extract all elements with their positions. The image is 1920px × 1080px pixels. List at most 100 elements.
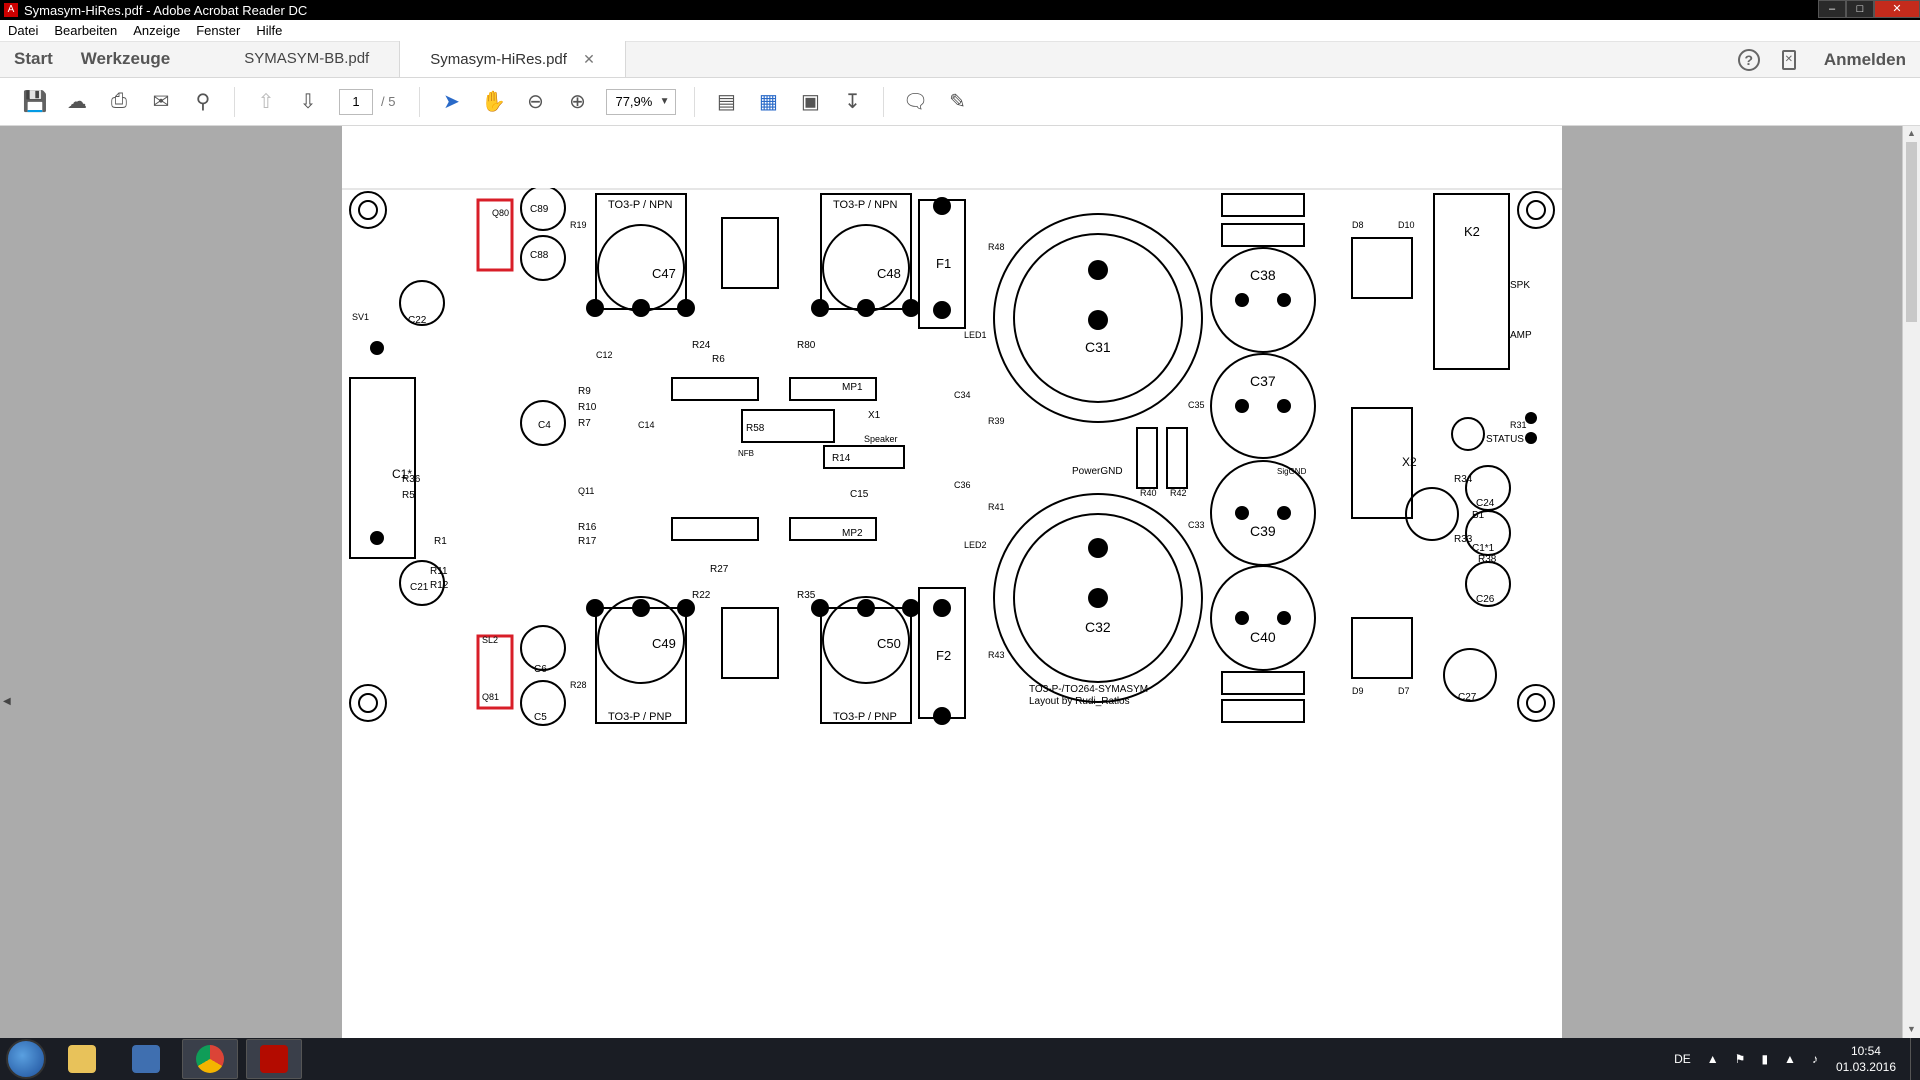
label-d9: D9 bbox=[1352, 686, 1364, 696]
scroll-down-icon[interactable]: ▼ bbox=[1907, 1024, 1916, 1034]
label-b1: B1 bbox=[1472, 510, 1485, 521]
vertical-scrollbar[interactable]: ▲ ▼ bbox=[1902, 126, 1920, 1038]
mobile-link-icon[interactable]: ✕ bbox=[1781, 50, 1796, 70]
label-credit-2: Layout by Rudi_Ratlos bbox=[1029, 696, 1130, 707]
label-c24: C24 bbox=[1476, 498, 1495, 509]
label-f2: F2 bbox=[936, 648, 951, 663]
label-to3-npn-1: TO3-P / NPN bbox=[608, 199, 672, 211]
battery-icon[interactable]: ▮ bbox=[1761, 1052, 1769, 1066]
pdf-page bbox=[342, 126, 1562, 1038]
search-icon[interactable]: ⚲ bbox=[195, 91, 211, 113]
print-icon[interactable]: ⎙ bbox=[111, 90, 127, 112]
label-c4: C4 bbox=[538, 420, 551, 431]
next-page-icon[interactable]: ⇩ bbox=[299, 91, 317, 113]
page-layout-icon[interactable]: ▤ bbox=[717, 91, 736, 113]
chevron-down-icon: ▼ bbox=[659, 95, 670, 107]
label-r39: R39 bbox=[988, 416, 1005, 426]
label-r36: R36 bbox=[402, 474, 421, 485]
label-x2: X2 bbox=[1402, 455, 1417, 469]
label-d7: D7 bbox=[1398, 686, 1410, 696]
comment-icon[interactable]: 🗨 bbox=[902, 91, 929, 113]
label-c36: C36 bbox=[954, 480, 971, 490]
label-r80: R80 bbox=[797, 340, 816, 351]
select-pointer-icon[interactable]: ➤ bbox=[443, 91, 460, 113]
tab-tools[interactable]: Werkzeuge bbox=[80, 49, 171, 68]
zoom-select[interactable]: 77,9% ▼ bbox=[606, 88, 677, 115]
tab-start[interactable]: Start bbox=[14, 49, 53, 68]
label-r10: R10 bbox=[578, 402, 597, 413]
pen-icon[interactable]: ✎ bbox=[949, 91, 966, 113]
label-sv1: SV1 bbox=[352, 312, 369, 322]
page-total: / 5 bbox=[381, 94, 396, 109]
label-r33: R33 bbox=[1454, 534, 1473, 545]
label-r42: R42 bbox=[1170, 488, 1187, 498]
tab-bar-right: ? ✕ Anmelden bbox=[1724, 42, 1920, 78]
label-c11: C1*1 bbox=[1472, 543, 1495, 554]
label-r1: R1 bbox=[434, 536, 447, 547]
label-mp1: MP1 bbox=[842, 382, 863, 393]
label-r28: R28 bbox=[570, 680, 587, 690]
taskbar-app-blocks[interactable] bbox=[118, 1039, 174, 1079]
label-r31: R31 bbox=[1510, 420, 1527, 430]
previous-page-icon[interactable]: ⇧ bbox=[257, 91, 275, 113]
tab-document-hires[interactable]: Symasym-HiRes.pdf ✕ bbox=[399, 41, 626, 77]
menu-bar: Datei Bearbeiten Anzeige Fenster Hilfe bbox=[0, 20, 1920, 42]
label-k2: K2 bbox=[1464, 224, 1480, 239]
menu-bearbeiten[interactable]: Bearbeiten bbox=[54, 23, 118, 38]
label-c32: C32 bbox=[1085, 619, 1111, 635]
action-center-icon[interactable]: ⚑ bbox=[1734, 1052, 1746, 1066]
acrobat-app-icon: A bbox=[4, 3, 18, 17]
cloud-upload-icon[interactable]: ☁ bbox=[67, 91, 87, 113]
mail-icon[interactable]: ✉ bbox=[152, 91, 170, 113]
menu-hilfe[interactable]: Hilfe bbox=[256, 23, 283, 38]
tab-document-bb[interactable]: SYMASYM-BB.pdf bbox=[214, 41, 399, 77]
hand-tool-icon[interactable]: ✋ bbox=[481, 91, 506, 113]
menu-anzeige[interactable]: Anzeige bbox=[133, 23, 181, 38]
clock[interactable]: 10:54 01.03.2016 bbox=[1836, 1043, 1896, 1075]
taskbar-acrobat[interactable] bbox=[246, 1039, 302, 1079]
zoom-in-icon[interactable]: ⊕ bbox=[569, 91, 586, 113]
help-icon[interactable]: ? bbox=[1737, 49, 1760, 71]
scroll-mode-icon[interactable]: ↧ bbox=[844, 91, 861, 113]
label-c35: C35 bbox=[1188, 400, 1205, 410]
zoom-out-icon[interactable]: ⊖ bbox=[527, 91, 544, 113]
fullscreen-icon[interactable]: ▣ bbox=[801, 91, 820, 113]
maximize-button[interactable]: □ bbox=[1846, 0, 1874, 18]
input-language[interactable]: DE bbox=[1674, 1052, 1691, 1066]
label-c39: C39 bbox=[1250, 523, 1276, 539]
label-amp: AMP bbox=[1510, 330, 1532, 341]
menu-datei[interactable]: Datei bbox=[8, 23, 39, 38]
left-panel-toggle-icon[interactable]: ◀ bbox=[3, 696, 11, 707]
label-c47: C47 bbox=[652, 266, 676, 281]
show-desktop-button[interactable] bbox=[1910, 1038, 1920, 1080]
label-d10: D10 bbox=[1398, 220, 1415, 230]
menu-fenster[interactable]: Fenster bbox=[196, 23, 241, 38]
label-c12: C12 bbox=[596, 350, 613, 360]
label-r41: R41 bbox=[988, 502, 1005, 512]
toolbar-separator bbox=[419, 86, 421, 117]
clock-time: 10:54 bbox=[1850, 1044, 1881, 1058]
scrollbar-thumb[interactable] bbox=[1906, 142, 1917, 322]
label-q80: Q80 bbox=[492, 208, 509, 218]
sign-in-button[interactable]: Anmelden bbox=[1823, 50, 1906, 69]
highlight-boxes bbox=[476, 198, 514, 710]
taskbar-explorer[interactable] bbox=[54, 1039, 110, 1079]
volume-icon[interactable]: ♪ bbox=[1811, 1052, 1818, 1066]
zoom-value: 77,9% bbox=[615, 93, 653, 109]
tray-expand-icon[interactable]: ▲ bbox=[1706, 1052, 1719, 1066]
label-r14: R14 bbox=[832, 453, 851, 464]
scroll-up-icon[interactable]: ▲ bbox=[1907, 128, 1916, 138]
minimize-button[interactable]: – bbox=[1818, 0, 1846, 18]
folder-icon bbox=[68, 1045, 96, 1073]
close-button[interactable]: ✕ bbox=[1874, 0, 1920, 18]
close-tab-icon[interactable]: ✕ bbox=[583, 51, 595, 67]
taskbar: DE ▲ ⚑ ▮ ▲ ♪ 10:54 01.03.2016 bbox=[0, 1038, 1920, 1080]
save-icon[interactable]: 💾 bbox=[22, 91, 48, 113]
taskbar-chrome[interactable] bbox=[182, 1039, 238, 1079]
page-number-input[interactable]: 1 bbox=[339, 88, 373, 115]
document-viewport[interactable]: ◀ ▶ bbox=[0, 126, 1920, 1038]
network-icon[interactable]: ▲ bbox=[1784, 1052, 1796, 1066]
windows-start-button[interactable] bbox=[6, 1039, 46, 1079]
fit-page-icon[interactable]: ▦ bbox=[759, 91, 778, 113]
